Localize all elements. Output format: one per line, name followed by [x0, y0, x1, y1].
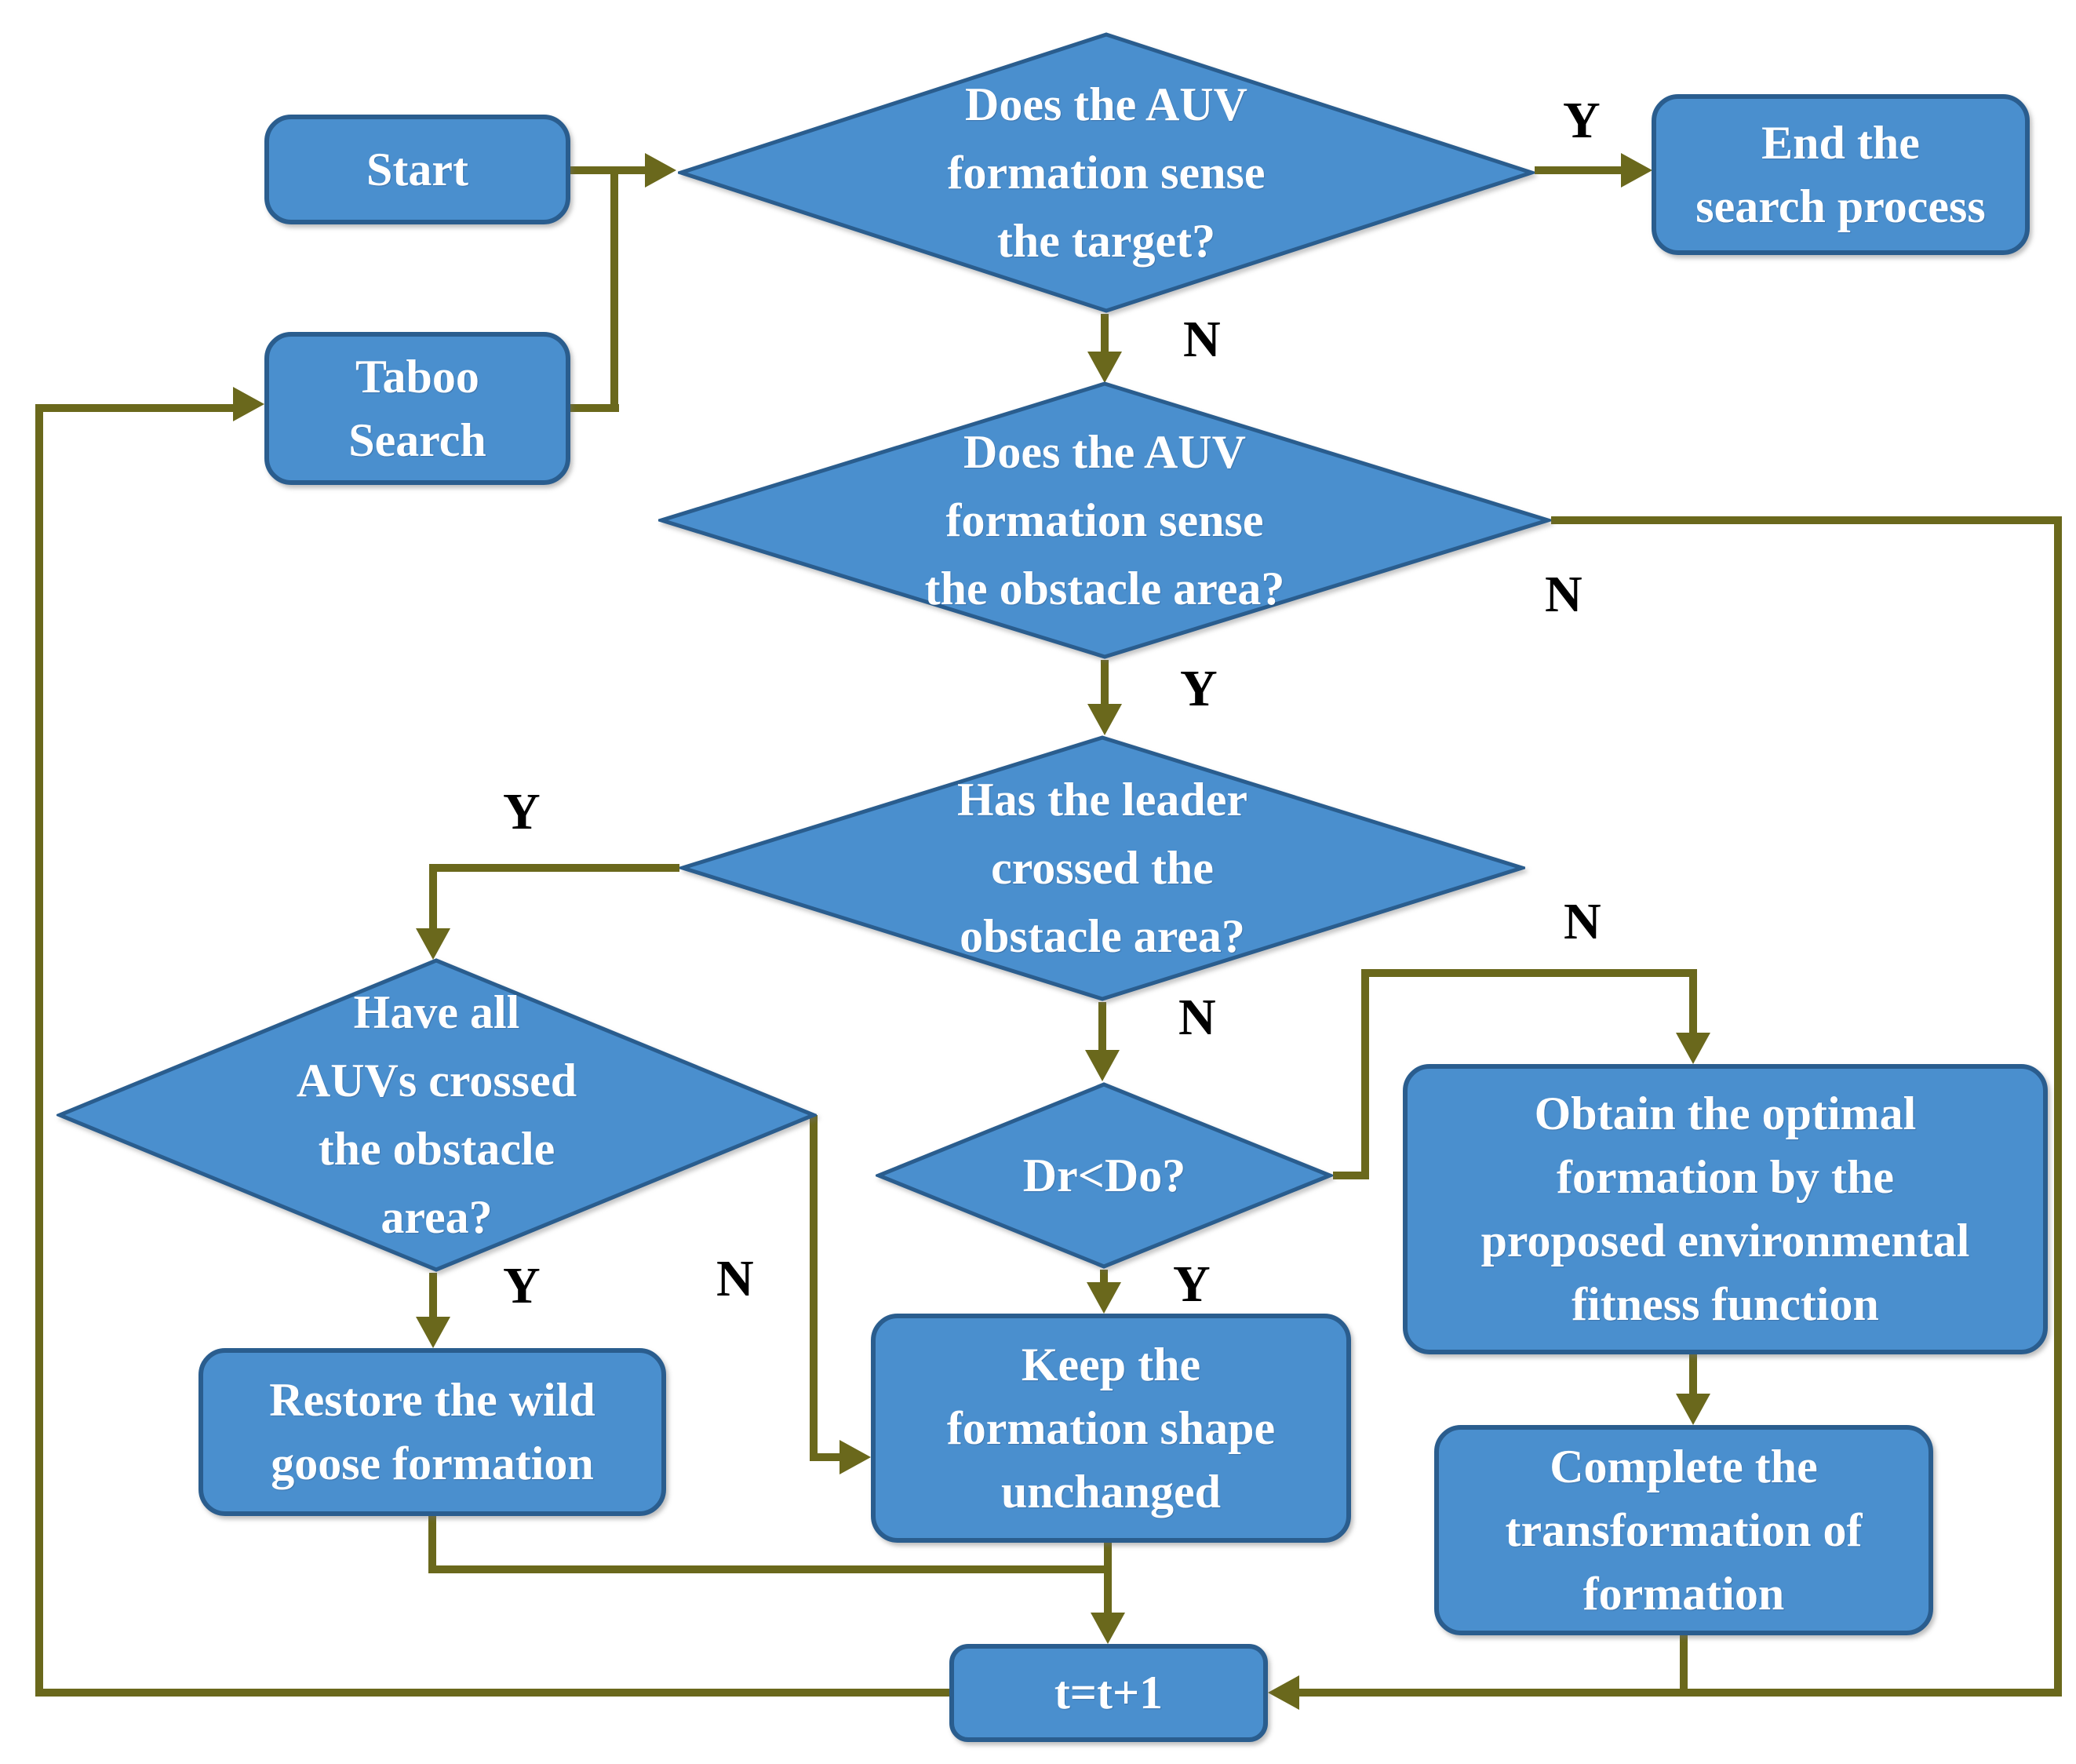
- edge-sense-obstacle-yes: [1101, 660, 1109, 705]
- node-end-search-label: End the search process: [1695, 116, 1986, 232]
- edge-taboo-output: [570, 404, 619, 412]
- edge-restore-merge: [428, 1565, 1112, 1573]
- node-sense-target-label: Does the AUV formation sense the target?: [947, 78, 1266, 267]
- edge-label-all-crossed-no: N: [716, 1250, 754, 1307]
- arrowhead-into-end-search: [1621, 153, 1652, 188]
- node-all-crossed-label: Have all AUVs crossed the obstacle area?: [296, 986, 577, 1243]
- arrowhead-into-increment-top: [1091, 1613, 1125, 1644]
- node-keep-formation: Keep the formation shape unchanged: [871, 1314, 1351, 1543]
- edge-sense-obstacle-no-vertical: [2054, 516, 2062, 1697]
- edge-label-sense-obstacle-no: N: [1545, 566, 1582, 623]
- node-keep-formation-label: Keep the formation shape unchanged: [946, 1338, 1276, 1518]
- node-obtain-formation-label: Obtain the optimal formation by the prop…: [1481, 1088, 1970, 1330]
- diamond-shape-sense-obstacle: [658, 381, 1551, 659]
- node-increment-t-label: t=t+1: [1054, 1667, 1164, 1718]
- arrowhead-into-all-crossed: [416, 928, 450, 960]
- node-complete-transformation-label: Complete the transformation of formation: [1505, 1440, 1863, 1620]
- edge-all-crossed-no-vertical: [810, 1115, 818, 1461]
- node-leader-crossed: Has the leader crossed the obstacle area…: [679, 734, 1525, 1002]
- edge-dr-do-no-up: [1361, 969, 1369, 1179]
- edge-sense-target-no: [1101, 314, 1109, 353]
- edge-label-dr-do-yes: Y: [1173, 1256, 1211, 1313]
- edge-loop-bottom: [39, 1689, 949, 1697]
- arrowhead-into-keep-top: [1087, 1282, 1121, 1314]
- arrowhead-into-dr-do: [1085, 1050, 1120, 1081]
- edge-obtain-to-complete: [1689, 1354, 1697, 1395]
- edge-label-sense-target-no: N: [1183, 311, 1221, 368]
- edge-dr-do-no-top: [1361, 969, 1697, 977]
- edge-leader-yes-vertical: [429, 864, 437, 930]
- edge-complete-down: [1680, 1635, 1688, 1697]
- arrowhead-into-sense-obstacle: [1087, 352, 1122, 383]
- node-start-label: Start: [366, 143, 468, 195]
- node-sense-target: Does the AUV formation sense the target?: [678, 31, 1535, 314]
- edge-loop-into-taboo: [35, 404, 235, 412]
- diamond-shape-all-crossed: [56, 958, 817, 1272]
- edge-taboo-merge-vertical: [610, 166, 618, 411]
- node-obtain-formation: Obtain the optimal formation by the prop…: [1403, 1064, 2048, 1354]
- node-dr-do: Dr<Do?: [876, 1081, 1333, 1270]
- node-sense-obstacle: Does the AUV formation sense the obstacl…: [658, 381, 1551, 660]
- diamond-shape-leader-crossed: [679, 735, 1525, 1001]
- edge-bottom-right: [1299, 1689, 2062, 1697]
- node-increment-t: t=t+1: [949, 1644, 1268, 1742]
- node-leader-crossed-label: Has the leader crossed the obstacle area…: [957, 774, 1247, 962]
- edge-dr-do-yes: [1100, 1270, 1108, 1284]
- arrowhead-into-keep-left: [840, 1440, 871, 1474]
- edge-label-all-crossed-yes: Y: [503, 1257, 541, 1314]
- node-sense-obstacle-label: Does the AUV formation sense the obstacl…: [924, 425, 1285, 614]
- edge-label-leader-crossed-no: N: [1178, 989, 1216, 1046]
- edge-label-dr-do-no: N: [1564, 893, 1601, 950]
- edge-dr-do-no-stub: [1333, 1172, 1369, 1179]
- edge-label-sense-target-yes: Y: [1563, 92, 1601, 149]
- node-taboo-search-label: Taboo Search: [348, 350, 486, 466]
- node-all-crossed: Have all AUVs crossed the obstacle area?: [56, 957, 817, 1273]
- node-restore-formation-label: Restore the wild goose formation: [269, 1374, 595, 1489]
- edge-all-crossed-no-horizontal: [810, 1453, 840, 1461]
- diamond-shape-sense-target: [678, 32, 1535, 313]
- node-start: Start: [264, 115, 570, 224]
- arrowhead-into-increment-right: [1268, 1675, 1299, 1710]
- diamond-shape-dr-do: [876, 1082, 1333, 1269]
- edge-leader-no: [1098, 1002, 1106, 1051]
- node-dr-do-label: Dr<Do?: [1022, 1149, 1186, 1201]
- edge-label-sense-obstacle-yes: Y: [1180, 660, 1218, 717]
- edge-restore-down: [428, 1516, 436, 1573]
- edge-all-crossed-yes: [429, 1273, 437, 1318]
- edge-keep-to-increment: [1104, 1543, 1112, 1615]
- node-restore-formation: Restore the wild goose formation: [198, 1348, 666, 1516]
- arrowhead-into-obtain-formation: [1676, 1033, 1710, 1064]
- edge-sense-obstacle-no-horizontal: [1551, 516, 2062, 524]
- arrowhead-into-restore: [416, 1317, 450, 1348]
- arrowhead-into-complete: [1676, 1394, 1710, 1425]
- edge-loop-left: [35, 404, 43, 1697]
- edge-sense-target-yes: [1535, 166, 1624, 174]
- edge-label-leader-crossed-yes: Y: [503, 783, 541, 840]
- arrowhead-into-taboo: [233, 387, 264, 421]
- node-end-search: End the search process: [1652, 94, 2030, 255]
- arrowhead-into-leader-crossed: [1087, 704, 1122, 735]
- arrowhead-into-sense-target: [645, 153, 676, 188]
- edge-dr-do-no-down: [1689, 969, 1697, 1034]
- node-taboo-search: Taboo Search: [264, 332, 570, 485]
- edge-leader-yes-horizontal: [433, 864, 679, 872]
- node-complete-transformation: Complete the transformation of formation: [1434, 1425, 1933, 1635]
